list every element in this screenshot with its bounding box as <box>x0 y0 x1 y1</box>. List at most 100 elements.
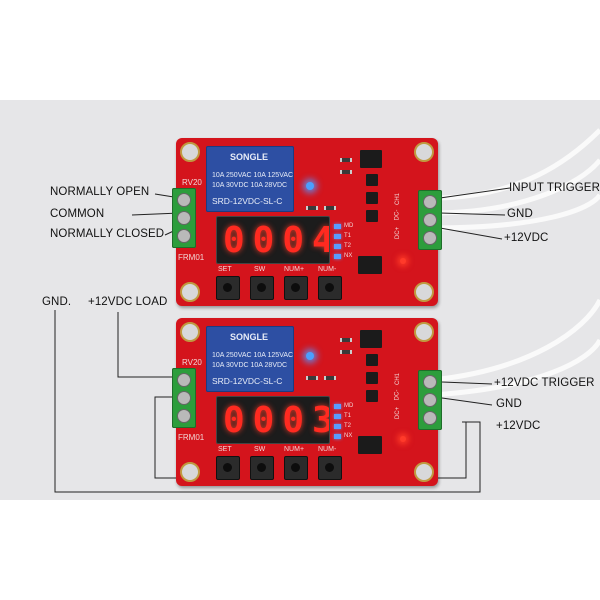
transistor <box>366 210 378 222</box>
label-12v-bottom: +12VDC <box>496 420 541 432</box>
mode-led-md <box>334 224 341 229</box>
relay-rating-2: 10A 30VDC 10A 28VDC <box>212 362 288 369</box>
screw <box>423 411 437 425</box>
screw <box>177 373 191 387</box>
mode-label-t2: T2 <box>344 423 352 429</box>
num-plus-button[interactable] <box>284 456 308 480</box>
wiring-diagram <box>54 128 600 493</box>
button-label-sw: SW <box>254 266 266 273</box>
mount-hole <box>414 142 434 162</box>
marking-model: FRM01 <box>178 433 205 442</box>
regulator <box>358 436 382 454</box>
leader-gnd-top <box>439 212 506 216</box>
relay-brand: SONGLE <box>230 332 269 342</box>
button-label-sw: SW <box>254 446 266 453</box>
screw <box>177 409 191 423</box>
label-gnd-top: GND <box>507 208 533 220</box>
set-button[interactable] <box>216 276 240 300</box>
terminal-block-power <box>418 190 442 250</box>
set-button[interactable] <box>216 456 240 480</box>
mode-label-md: MD <box>344 403 354 409</box>
button-label-num-minus: NUM- <box>318 446 337 453</box>
cable-12v-top <box>431 193 600 231</box>
smd-component <box>324 206 336 210</box>
marking-rv: RV20 <box>182 178 202 187</box>
button-label-num-plus: NUM+ <box>284 446 305 453</box>
label-normally-closed: NORMALLY CLOSED <box>50 228 165 240</box>
label-input-trigger: INPUT TRIGGER <box>509 182 600 194</box>
status-led-blue <box>306 182 314 190</box>
mode-label-t2: T2 <box>344 243 352 249</box>
display-value: 0004 <box>223 219 330 261</box>
mode-label-t1: T1 <box>344 233 352 239</box>
cable-trigger-top <box>431 128 600 201</box>
button-label-num-minus: NUM- <box>318 266 337 273</box>
terminal-block-relay <box>172 368 196 428</box>
screw <box>423 195 437 209</box>
sw-button[interactable] <box>250 456 274 480</box>
smd-component <box>306 376 318 380</box>
smd-component <box>340 338 352 342</box>
smd-component <box>340 350 352 354</box>
relay: SONGLE 10A 250VAC 10A 125VAC 10A 30VDC 1… <box>206 146 294 212</box>
screw <box>423 393 437 407</box>
mount-hole <box>414 462 434 482</box>
smd-component <box>340 158 352 162</box>
seven-segment-display: 0003 <box>216 396 330 444</box>
loop-gnd <box>54 310 481 493</box>
mode-label-md: MD <box>344 223 354 229</box>
relay-model: SRD-12VDC-SL-C <box>212 376 283 386</box>
relay-brand: SONGLE <box>230 152 269 162</box>
num-plus-button[interactable] <box>284 276 308 300</box>
mode-led-t2 <box>334 424 341 429</box>
loop-load-return <box>154 396 467 479</box>
leader-input-trigger <box>439 187 511 199</box>
smd-component <box>324 376 336 380</box>
leader-12v-trigger <box>441 381 493 385</box>
label-gnd-bottom: GND <box>496 398 522 410</box>
label-common: COMMON <box>50 208 105 220</box>
mode-led-md <box>334 404 341 409</box>
screw <box>423 375 437 389</box>
seven-segment-display: 0004 <box>216 216 330 264</box>
screw <box>177 193 191 207</box>
cable-gnd-bottom <box>431 338 600 398</box>
screw <box>177 229 191 243</box>
relay-board-bottom: SONGLE 10A 250VAC 10A 125VAC 10A 30VDC 1… <box>172 318 442 486</box>
leader-12v-top <box>439 227 503 240</box>
transistor <box>366 390 378 402</box>
leader-gnd-bottom <box>441 397 493 406</box>
transistor <box>366 192 378 204</box>
mount-hole <box>414 322 434 342</box>
mode-led-t1 <box>334 234 341 239</box>
num-minus-button[interactable] <box>318 276 342 300</box>
marking-rv: RV20 <box>182 358 202 367</box>
sw-button[interactable] <box>250 276 274 300</box>
mount-hole <box>180 282 200 302</box>
transistor <box>366 372 378 384</box>
photo-background: SONGLE 10A 250VAC 10A 125VAC 10A 30VDC 1… <box>0 100 600 500</box>
terminal-block-power <box>418 370 442 430</box>
label-normally-open: NORMALLY OPEN <box>50 186 150 198</box>
loop-12v-load <box>117 312 182 378</box>
button-label-set: SET <box>218 446 232 453</box>
mode-label-t1: T1 <box>344 413 352 419</box>
num-minus-button[interactable] <box>318 456 342 480</box>
label-12v-top: +12VDC <box>504 232 549 244</box>
mount-hole <box>180 322 200 342</box>
power-label-ch1: CH1 <box>395 192 402 206</box>
relay-rating-2: 10A 30VDC 10A 28VDC <box>212 182 288 189</box>
regulator <box>358 256 382 274</box>
power-label-dcm: DC- <box>394 389 401 401</box>
mount-hole <box>180 142 200 162</box>
relay: SONGLE 10A 250VAC 10A 125VAC 10A 30VDC 1… <box>206 326 294 392</box>
mode-led-nx <box>334 254 341 259</box>
cable-gnd-top <box>431 158 600 216</box>
ic-chip <box>360 330 382 348</box>
power-label-dcm: DC- <box>394 209 401 221</box>
mount-hole <box>414 282 434 302</box>
mode-led-nx <box>334 434 341 439</box>
label-12v-trigger: +12VDC TRIGGER <box>494 377 595 389</box>
power-label-dcp: DC+ <box>395 226 402 240</box>
label-12v-load: +12VDC LOAD <box>88 296 168 308</box>
